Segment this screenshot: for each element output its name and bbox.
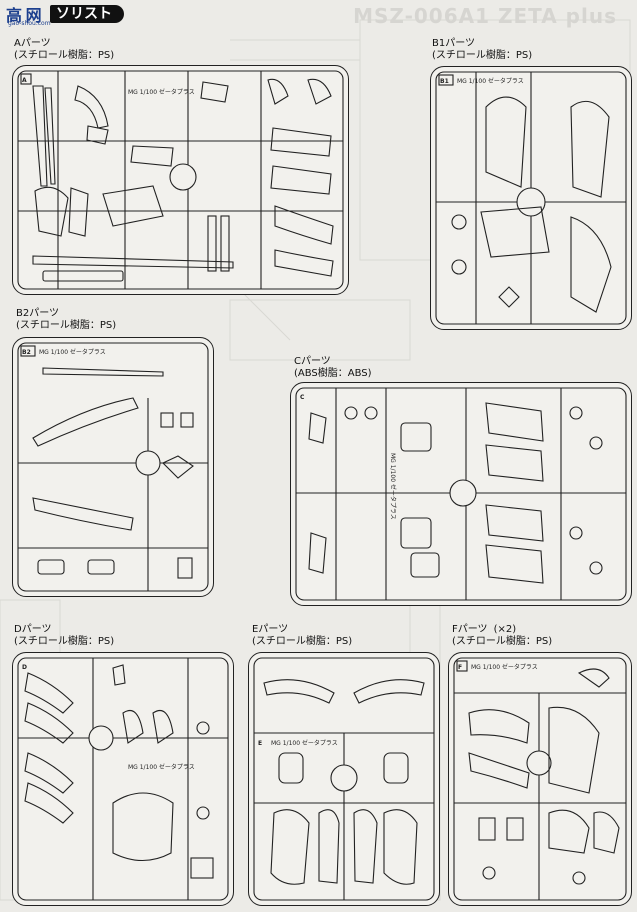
part-material: (スチロール樹脂：PS) [252, 636, 353, 647]
part-name: Dパーツ [14, 624, 52, 635]
part-label-C: Cパーツ (ABS樹脂：ABS) [294, 356, 372, 380]
sprue-diagram-E: E MG 1/100 ゼータプラス [248, 652, 440, 906]
faded-model-title: MSZ-006A1 ZETA plus [353, 4, 617, 28]
site-logo: 高 网 [6, 2, 42, 26]
part-name: Fパーツ [452, 624, 488, 635]
part-quantity: (×2) [493, 624, 517, 635]
sprue-drawing-A: A MG 1/100 ゼータプラス [17, 70, 344, 290]
sprue-text-A: MG 1/100 ゼータプラス [128, 88, 195, 96]
sprue-text-B1: MG 1/100 ゼータプラス [457, 77, 524, 85]
sprue-drawing-B2: B2 MG 1/100 ゼータプラス [17, 342, 209, 592]
sprue-text-D: MG 1/100 ゼータプラス [128, 763, 195, 771]
sprue-tag-B2: B2 [22, 349, 31, 356]
sprue-diagram-C: C MG 1/100 ゼータプラス [290, 382, 632, 606]
part-material: (スチロール樹脂：PS) [432, 50, 533, 61]
sprue-drawing-E: E MG 1/100 ゼータプラス [253, 657, 435, 901]
sprue-text-F: MG 1/100 ゼータプラス [471, 663, 538, 671]
part-label-D: Dパーツ (スチロール樹脂：PS) [14, 624, 114, 648]
sprue-tag-C: C [300, 394, 305, 401]
part-name: Cパーツ [294, 356, 331, 367]
part-label-F: Fパーツ (×2) (スチロール樹脂：PS) [452, 624, 552, 648]
part-material: (スチロール樹脂：PS) [14, 636, 115, 647]
sprue-diagram-A: A MG 1/100 ゼータプラス [12, 65, 349, 295]
part-material: (スチロール樹脂：PS) [452, 636, 553, 647]
sprue-drawing-D: D MG 1/100 ゼータプラス [17, 657, 229, 901]
part-name: Aパーツ [14, 38, 51, 49]
part-material: (スチロール樹脂：PS) [14, 50, 115, 61]
sprue-tag-F: F [458, 664, 462, 671]
part-name: B2パーツ [16, 308, 60, 319]
part-name: B1パーツ [432, 38, 476, 49]
sprue-tag-E: E [258, 740, 262, 747]
sprue-tag-B1: B1 [440, 78, 449, 85]
part-material: (スチロール樹脂：PS) [16, 320, 117, 331]
part-name: Eパーツ [252, 624, 289, 635]
part-label-B1: B1パーツ (スチロール樹脂：PS) [432, 38, 532, 62]
logo-text: 高 网 [6, 6, 42, 25]
sprue-tag-D: D [22, 664, 27, 671]
part-label-A: Aパーツ (スチロール樹脂：PS) [14, 38, 114, 62]
sprue-text-E: MG 1/100 ゼータプラス [271, 739, 338, 747]
part-label-B2: B2パーツ (スチロール樹脂：PS) [16, 308, 116, 332]
part-label-E: Eパーツ (スチロール樹脂：PS) [252, 624, 352, 648]
page-title: ソリスト [50, 5, 124, 23]
sprue-tag-A: A [22, 77, 27, 84]
sprue-drawing-F: F MG 1/100 ゼータプラス [453, 657, 627, 901]
sprue-text-B2: MG 1/100 ゼータプラス [39, 348, 106, 356]
sprue-diagram-B1: B1 MG 1/100 ゼータプラス [430, 66, 632, 330]
sprue-diagram-F: F MG 1/100 ゼータプラス [448, 652, 632, 906]
sprue-drawing-B1: B1 MG 1/100 ゼータプラス [435, 71, 627, 325]
logo-domain: gao-shou.com [8, 20, 51, 27]
part-material: (ABS樹脂：ABS) [294, 368, 372, 379]
sprue-drawing-C: C MG 1/100 ゼータプラス [295, 387, 627, 601]
page-header: 高 网 gao-shou.com ソリスト [2, 2, 422, 28]
sprue-text-C: MG 1/100 ゼータプラス [389, 453, 397, 520]
sprue-diagram-D: D MG 1/100 ゼータプラス [12, 652, 234, 906]
sprue-diagram-B2: B2 MG 1/100 ゼータプラス [12, 337, 214, 597]
